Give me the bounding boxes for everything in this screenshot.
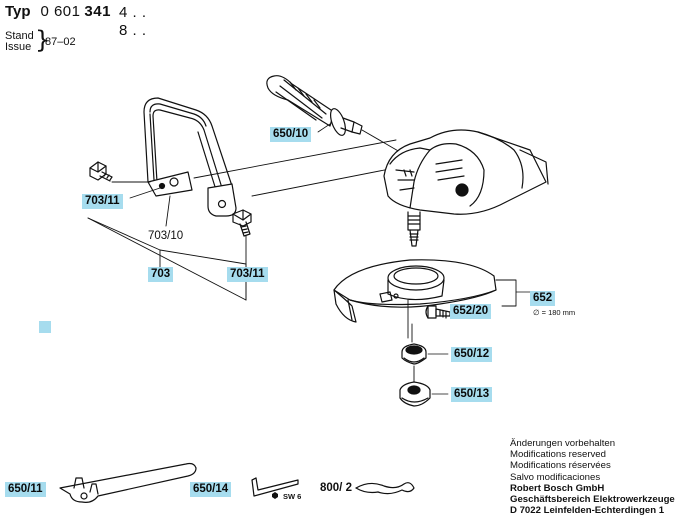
label-hex-key: 650/14 [190,482,232,497]
issue-label: Issue [5,41,32,53]
hex-nut-icon [272,492,278,499]
screw-652-20 [425,305,451,319]
bracket-703-10 [143,97,237,217]
spanner-650-11 [59,462,197,503]
handle-650-10 [266,75,401,153]
label-nut: 650/13 [451,387,493,402]
issue-date: 87–02 [45,36,76,48]
brace: } [35,26,51,54]
flange-650-12 [401,323,427,365]
legal-line: Modifications réservées [510,460,611,472]
label-bracket: 703/10 [148,230,184,242]
hex-key-650-14 [251,477,299,497]
label-bracket-screw-right: 703/11 [227,267,268,282]
screw-703-11-left [89,161,113,182]
label-hex-key-size: SW 6 [283,492,302,501]
clip-800-2 [355,482,415,495]
type-label: Typ [5,3,31,20]
stand-label: Stand [5,30,34,42]
label-spanner: 650/11 [5,482,46,497]
label-bracket-screw-left: 703/11 [82,194,123,209]
type-header: Typ 0 601 341 [5,3,111,20]
label-flange: 650/12 [451,347,493,362]
legal-line: Salvo modificaciones [510,471,601,483]
company-line: Geschäftsbereich Elektrowerkzeuge [510,494,675,506]
label-bracket-set: 703 [148,267,174,282]
company-line: Robert Bosch GmbH [510,482,605,494]
label-handle: 650/10 [270,127,312,142]
guard-652 [333,259,497,339]
label-guard-screw: 652/20 [450,304,492,319]
color-legend-swatch [39,321,51,333]
type-number-prefix: 0 601 [40,3,81,20]
variant-1: 4 . . [119,4,147,21]
angle-grinder [383,129,549,247]
variant-2: 8 . . [119,22,147,39]
type-number-bold: 341 [84,3,111,20]
legal-line: Modifications reserved [510,449,606,461]
screw-703-11-right [232,209,252,237]
label-guard-diameter: ∅ = 180 mm [533,308,576,317]
legal-block: Änderungen vorbehalten Modifications res… [510,438,675,516]
label-guard: 652 [530,291,556,306]
legal-line: Änderungen vorbehalten [510,438,616,449]
company-line: D 7022 Leinfelden-Echterdingen 1 [510,505,665,517]
nut-650-13 [399,365,431,407]
label-clip: 800/ 2 [320,482,352,494]
